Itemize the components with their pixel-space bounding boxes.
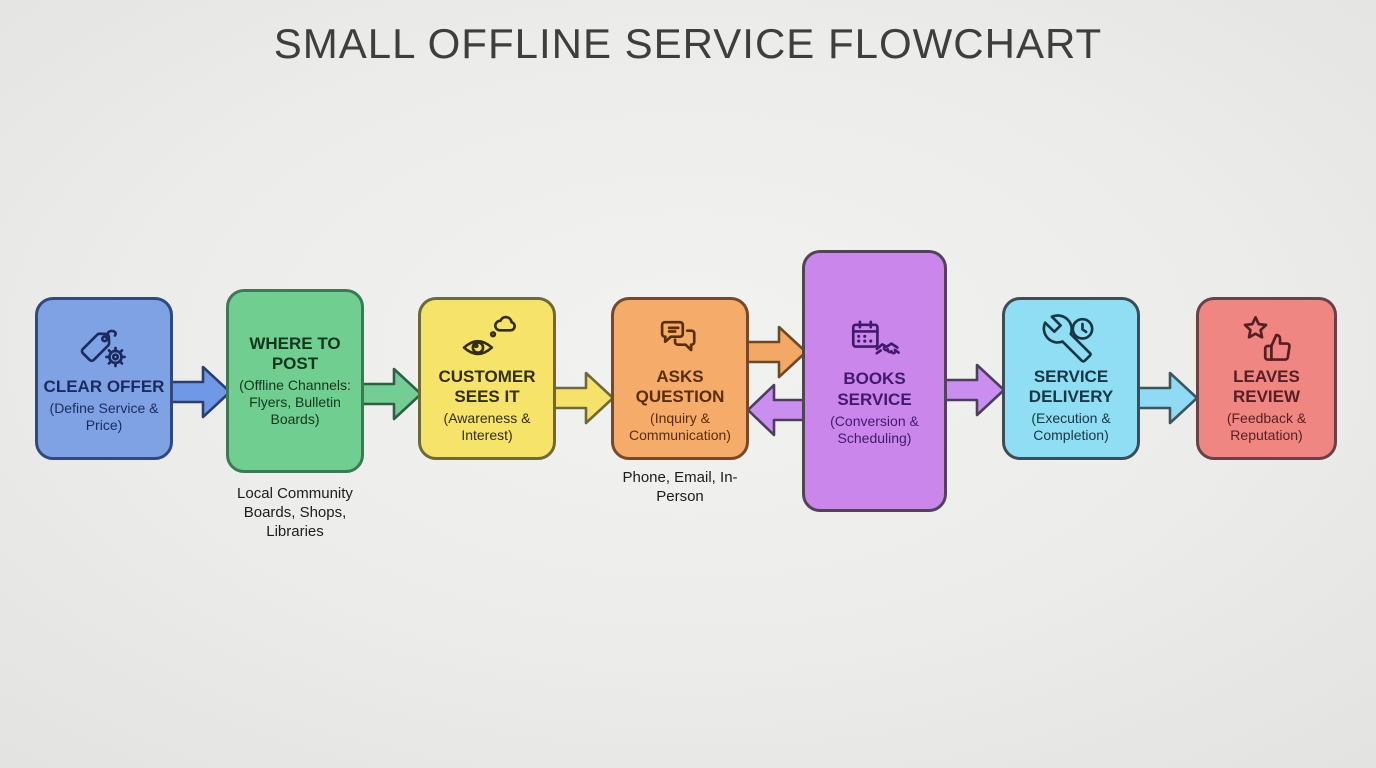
step-subtitle: (Awareness & Interest) xyxy=(443,410,531,444)
arrow-asks-question-to-books-service xyxy=(745,325,807,379)
step-service-delivery: SERVICE DELIVERY (Execution & Completion… xyxy=(1002,297,1140,460)
note-where-to-post: Local Community Boards, Shops, Libraries xyxy=(237,485,353,541)
step-subtitle: (Conversion & Scheduling) xyxy=(830,412,919,446)
step-title: CLEAR OFFER xyxy=(43,377,165,397)
step-title: CUSTOMER SEES IT xyxy=(438,366,536,407)
note-asks-question: Phone, Email, In-Person xyxy=(622,469,738,506)
price-tag-gear-icon xyxy=(75,323,133,374)
eye-thought-bubble-icon xyxy=(458,313,516,364)
step-asks-question: ASKS QUESTION (Inquiry & Communication) xyxy=(611,297,749,460)
step-subtitle: (Inquiry & Communication) xyxy=(629,410,731,444)
arrow-service-delivery-to-leaves-review xyxy=(1136,371,1198,425)
star-thumbs-up-icon xyxy=(1238,313,1296,364)
step-where-to-post: WHERE TO POST (Offline Channels: Flyers,… xyxy=(226,289,364,473)
step-books-service: BOOKS SERVICE (Conversion & Scheduling) xyxy=(802,250,947,512)
calendar-handshake-icon xyxy=(846,315,904,366)
arrow-clear-offer-to-where-to-post xyxy=(169,365,231,419)
step-subtitle: (Feedback & Reputation) xyxy=(1226,410,1307,444)
step-title: WHERE TO POST xyxy=(249,333,341,374)
page-title: SMALL OFFLINE SERVICE FLOWCHART xyxy=(273,20,1103,67)
arrow-customer-sees-it-to-asks-question xyxy=(552,371,614,425)
chat-bubbles-icon xyxy=(651,313,709,364)
step-title: LEAVES REVIEW xyxy=(1232,366,1301,407)
arrow-books-service-to-service-delivery xyxy=(943,363,1005,417)
step-subtitle: (Offline Channels: Flyers, Bulletin Boar… xyxy=(239,377,351,428)
step-leaves-review: LEAVES REVIEW (Feedback & Reputation) xyxy=(1196,297,1337,460)
wrench-clock-icon xyxy=(1042,313,1100,364)
arrow-where-to-post-to-customer-sees-it xyxy=(360,367,422,421)
step-clear-offer: CLEAR OFFER (Define Service & Price) xyxy=(35,297,173,460)
step-title: SERVICE DELIVERY xyxy=(1028,366,1114,407)
step-customer-sees-it: CUSTOMER SEES IT (Awareness & Interest) xyxy=(418,297,556,460)
step-subtitle: (Define Service & Price) xyxy=(49,399,159,433)
step-subtitle: (Execution & Completion) xyxy=(1031,410,1111,444)
arrow-books-service-to-asks-question xyxy=(747,383,809,437)
step-title: BOOKS SERVICE xyxy=(837,369,912,409)
step-title: ASKS QUESTION xyxy=(635,366,725,407)
